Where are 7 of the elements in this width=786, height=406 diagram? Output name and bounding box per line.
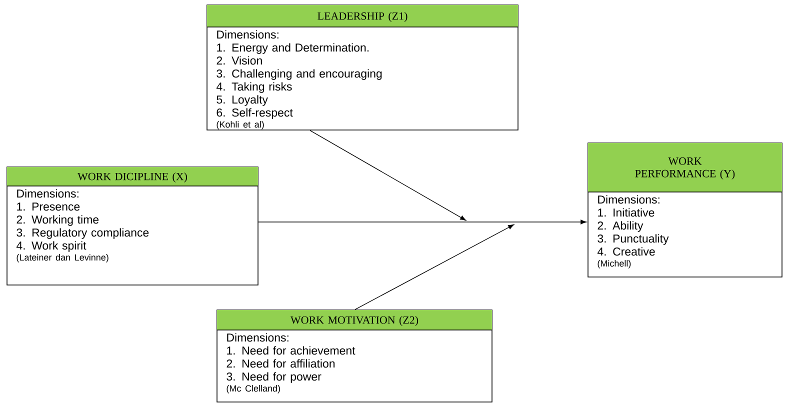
arrow xyxy=(258,220,586,224)
dimension-box: WORK MOTIVATION (Z2) Dimensions: 1. Need for achievement 2. Need for affiliation 3. Need for power (Mc Clelland) xyxy=(216,310,492,402)
arrow xyxy=(354,224,514,310)
dimension-box: LEADERSHIP (Z1) Dimensions: 1. Energy and Determination. 2. Vision 3. Challenging and encouraging 4. Taking risks 5. Loyalty 6. Self-respect (Kohli et al) xyxy=(206,4,518,130)
dimension-box: WORK DICIPLINE (X) Dimensions: 1. Presence 2. Working time 3. Regulatory compliance 4. Work spirit (Lateiner dan Levinne) xyxy=(6,166,258,286)
dimension-box: WORK PERFORMANCE (Y) Dimensions: 1. Initiative 2. Ability 3. Punctuality 4. Creative (Michell) xyxy=(588,142,782,278)
arrow xyxy=(310,130,466,221)
